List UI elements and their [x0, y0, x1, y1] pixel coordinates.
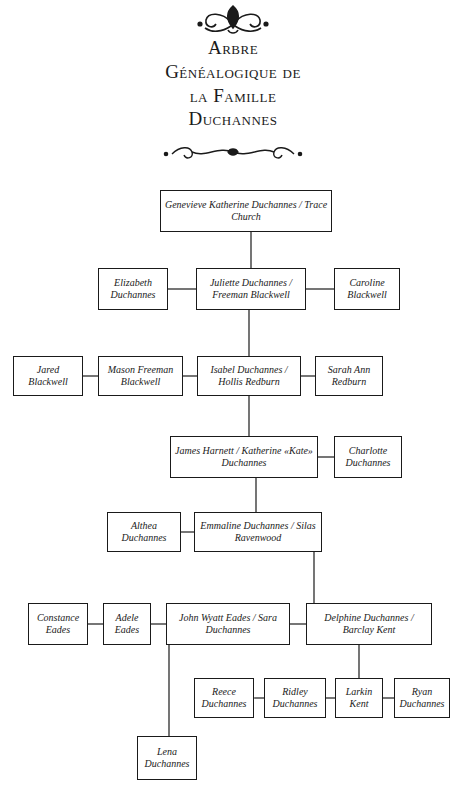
family-line	[358, 645, 359, 678]
person-name: Adele Eades	[107, 612, 147, 636]
family-line	[151, 623, 166, 624]
person-box: Emmaline Duchannes / Silas Ravenwood	[194, 512, 322, 552]
family-line	[306, 288, 334, 289]
top-flourish	[198, 6, 268, 33]
person-name: Ryan Duchannes	[398, 686, 446, 710]
family-line	[383, 697, 394, 698]
person-box: John Wyatt Eades / Sara Duchannes	[166, 603, 290, 645]
diagram-title: Arbre Généalogique de la Famille Duchann…	[158, 36, 308, 131]
family-line	[88, 623, 103, 624]
person-name: James Harnett / Katherine «Kate» Duchann…	[174, 445, 314, 469]
family-line	[248, 310, 249, 356]
family-line	[318, 456, 334, 457]
person-box: Caroline Blackwell	[334, 268, 400, 310]
person-box: Constance Eades	[28, 603, 88, 645]
person-box: Reece Duchannes	[194, 678, 254, 718]
family-line	[255, 478, 256, 512]
family-line	[290, 623, 306, 624]
person-box: Isabel Duchannes / Hollis Redburn	[197, 356, 301, 396]
family-line	[326, 697, 335, 698]
person-box: Ridley Duchannes	[264, 678, 326, 718]
person-box: Adele Eades	[103, 603, 151, 645]
person-name: Jared Blackwell	[17, 364, 79, 388]
family-line	[83, 375, 98, 376]
family-line	[181, 531, 194, 532]
person-name: Genevieve Katherine Duchannes / Trace Ch…	[164, 199, 328, 223]
person-name: Althea Duchannes	[111, 520, 177, 544]
person-name: Emmaline Duchannes / Silas Ravenwood	[198, 520, 318, 544]
person-box: Charlotte Duchannes	[334, 436, 402, 478]
family-line	[254, 697, 264, 698]
person-name: Elizabeth Duchannes	[102, 277, 164, 301]
person-box: Genevieve Katherine Duchannes / Trace Ch…	[160, 190, 332, 232]
family-line	[248, 396, 249, 436]
person-box: Larkin Kent	[335, 678, 383, 718]
person-name: Juliette Duchannes / Freeman Blackwell	[200, 277, 302, 301]
family-line	[313, 552, 314, 603]
person-name: Constance Eades	[32, 612, 84, 636]
person-name: Ridley Duchannes	[268, 686, 322, 710]
family-line	[250, 232, 251, 268]
person-box: James Harnett / Katherine «Kate» Duchann…	[170, 436, 318, 478]
person-name: Caroline Blackwell	[338, 277, 396, 301]
person-box: Delphine Duchannes / Barclay Kent	[306, 603, 432, 645]
person-box: Jared Blackwell	[13, 356, 83, 396]
person-box: Juliette Duchannes / Freeman Blackwell	[196, 268, 306, 310]
person-name: Mason Freeman Blackwell	[102, 364, 179, 388]
family-line	[301, 375, 315, 376]
person-name: Delphine Duchannes / Barclay Kent	[310, 612, 428, 636]
person-box: Mason Freeman Blackwell	[98, 356, 183, 396]
person-name: John Wyatt Eades / Sara Duchannes	[170, 612, 286, 636]
family-line	[183, 375, 197, 376]
person-box: Althea Duchannes	[107, 512, 181, 552]
family-line	[168, 645, 169, 736]
person-name: Larkin Kent	[339, 686, 379, 710]
person-box: Elizabeth Duchannes	[98, 268, 168, 310]
person-name: Lena Duchannes	[141, 746, 193, 770]
person-name: Sarah Ann Redburn	[319, 364, 379, 388]
person-box: Sarah Ann Redburn	[315, 356, 383, 396]
person-name: Reece Duchannes	[198, 686, 250, 710]
person-box: Ryan Duchannes	[394, 678, 450, 718]
family-line	[168, 288, 196, 289]
person-name: Isabel Duchannes / Hollis Redburn	[201, 364, 297, 388]
person-box: Lena Duchannes	[137, 736, 197, 780]
bottom-flourish	[164, 148, 301, 158]
person-name: Charlotte Duchannes	[338, 445, 398, 469]
